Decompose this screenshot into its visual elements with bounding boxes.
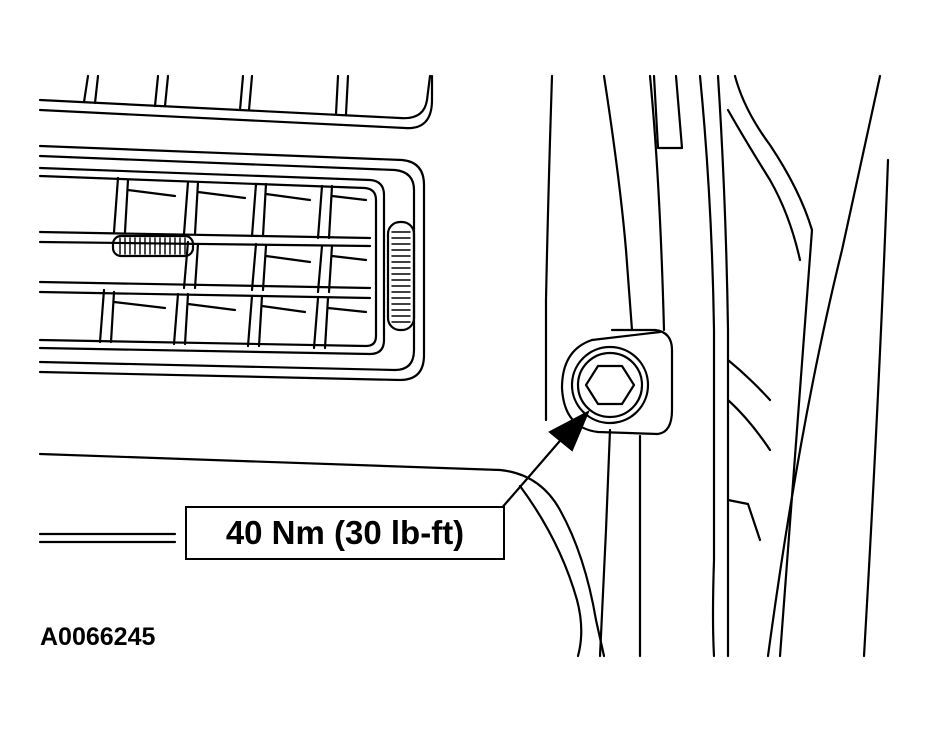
a-pillar-frame [544,74,890,658]
pointer-arrow-icon [498,409,591,512]
dash-lower-contour [38,452,606,658]
air-vent-register [38,144,426,382]
torque-label: 40 Nm (30 lb-ft) [225,514,465,551]
torque-callout: 40 Nm (30 lb-ft) [185,506,505,560]
bolt-bracket [560,328,674,436]
hex-bolt-icon [570,345,650,425]
figure-id: A0066245 [40,623,156,651]
dash-trim-panel [38,74,434,130]
